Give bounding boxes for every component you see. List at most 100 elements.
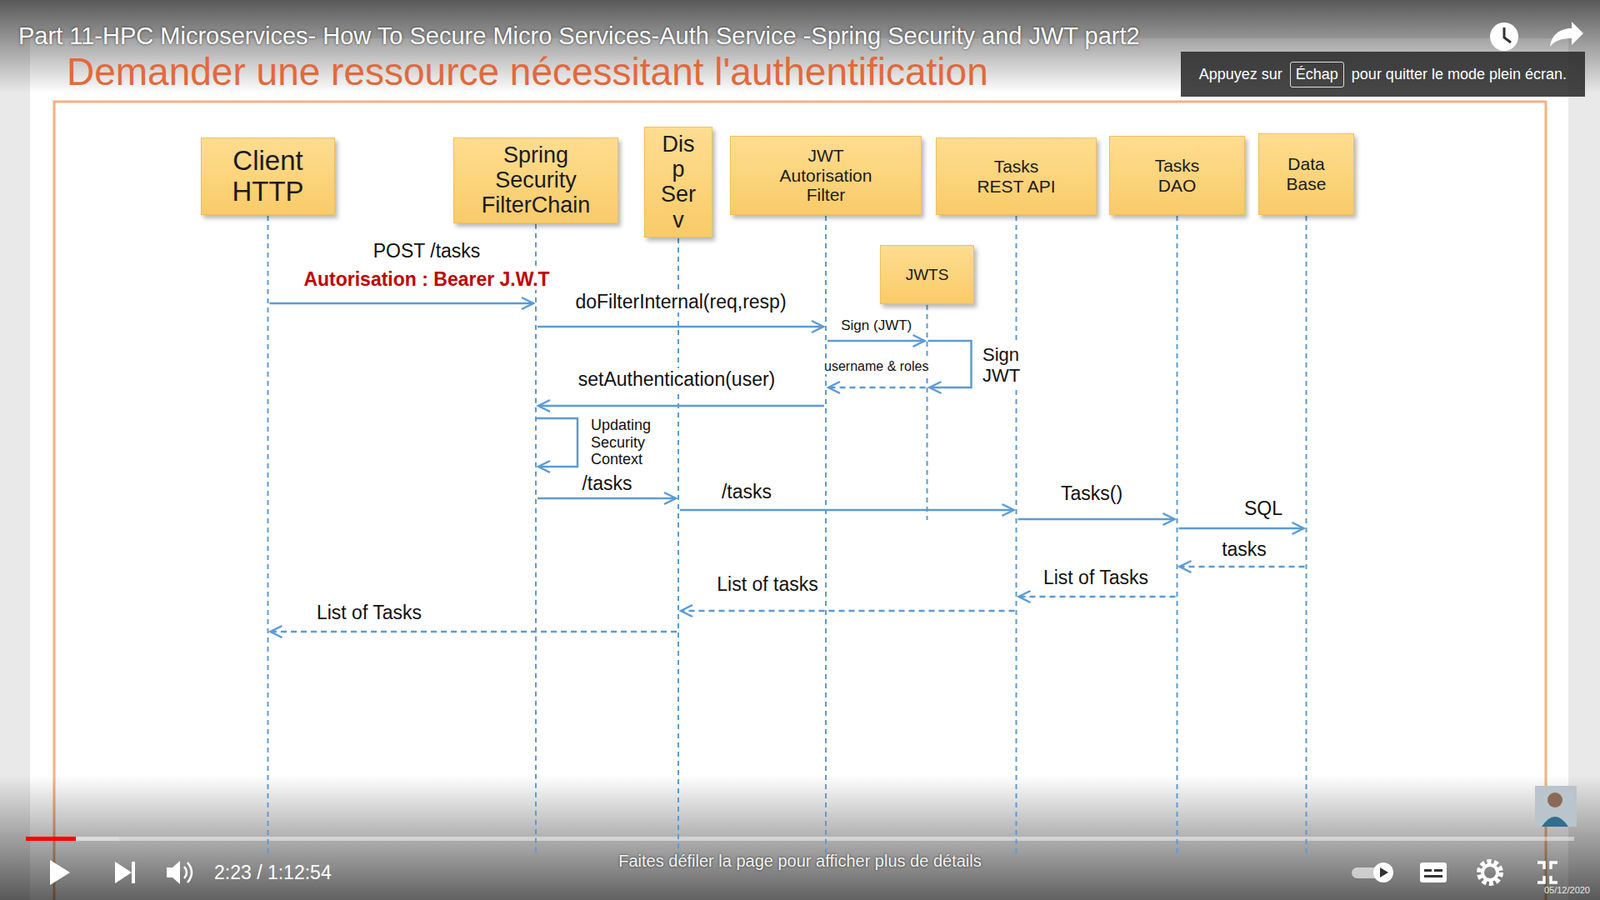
subtitles-frame <box>1420 862 1447 883</box>
message-arrow <box>680 605 1015 617</box>
message-line <box>270 302 535 305</box>
toggle-play <box>1380 867 1389 878</box>
message-line <box>1180 565 1305 569</box>
slide-background <box>30 38 1569 900</box>
message-label: doFilterInternal(req,resp) <box>572 290 789 313</box>
lifeline <box>1176 215 1179 857</box>
message-line <box>270 630 678 634</box>
progress-buffer <box>75 836 120 841</box>
hint-text: Appuyez sur <box>1199 65 1283 84</box>
clock-hands <box>1504 27 1511 43</box>
message-arrow <box>1180 560 1305 573</box>
lifeline-head: Data Base <box>1258 133 1355 215</box>
arrowhead <box>538 400 550 412</box>
participant-name: Data Base <box>1279 154 1334 194</box>
arrowhead <box>1292 522 1305 535</box>
message-label: setAuthentication(user) <box>575 368 779 390</box>
message-line <box>1018 518 1175 521</box>
slide-title: Demander une ressource nécessitant l'aut… <box>66 50 989 95</box>
message-arrow <box>537 320 824 333</box>
lifeline <box>825 215 827 857</box>
progress-track <box>25 836 1575 841</box>
clock-face <box>1490 22 1519 51</box>
speaker <box>166 860 180 885</box>
arrowhead <box>1163 513 1175 525</box>
message-line <box>827 340 925 343</box>
settings-icon <box>1479 861 1501 884</box>
bottom-shade <box>0 775 1600 900</box>
volume-icon <box>166 860 192 885</box>
message-arrow <box>270 297 535 310</box>
message-line <box>538 405 825 408</box>
participant-name: Dis p Ser v <box>657 131 700 233</box>
self-message <box>928 340 972 394</box>
arrowhead <box>664 492 676 505</box>
message-label: /tasks <box>719 480 775 503</box>
message-label: List of tasks <box>714 573 820 595</box>
hint-text: pour quitter le mode plein écran. <box>1351 65 1567 84</box>
taskbar-date: 05/12/2020 <box>1544 885 1590 896</box>
participant-name: Spring Security FilterChain <box>477 142 595 219</box>
message-line <box>1179 527 1305 530</box>
lifeline-head: JWT Autorisation Filter <box>730 135 922 215</box>
lifeline-head: Dis p Ser v <box>644 126 713 238</box>
message-label: tasks <box>1219 538 1270 560</box>
participant-name: Tasks DAO <box>1148 155 1207 195</box>
message-line <box>828 386 926 390</box>
message-label: List of Tasks <box>314 601 425 624</box>
sound-waves <box>184 862 192 883</box>
toggle-knob <box>1373 862 1394 883</box>
message-label: Tasks() <box>1058 482 1125 505</box>
arrowhead <box>930 381 942 394</box>
authorization-header: Autorisation : Bearer J.W.T <box>300 268 552 290</box>
message-line <box>536 418 578 467</box>
message-label: SQL <box>1241 497 1285 520</box>
message-arrow <box>538 400 825 412</box>
lifeline <box>267 215 270 857</box>
next-triangle <box>115 861 132 884</box>
participant-name: JWTS <box>905 265 950 284</box>
message-label: Updating Security Context <box>588 416 669 469</box>
participant-name: Tasks REST API <box>972 156 1060 196</box>
arrowhead <box>913 335 925 347</box>
thumbnail-body <box>1541 816 1569 827</box>
fullscreen-hint: Appuyez sur Échap pour quitter le mode ple… <box>1180 51 1585 97</box>
progress-played <box>25 836 76 841</box>
lifeline-head: JWTS <box>880 245 975 305</box>
top-shade <box>0 0 1600 94</box>
message-label: /tasks <box>579 472 635 495</box>
lifeline-head: Tasks DAO <box>1109 135 1245 215</box>
arrowhead <box>1002 504 1015 516</box>
subtitles-icon <box>1420 862 1447 883</box>
subtitles-line <box>1424 875 1443 878</box>
subtitles-line <box>1424 869 1432 872</box>
player-hint: Faites défiler la page pour afficher plu… <box>618 851 981 871</box>
next-bar <box>131 861 135 884</box>
arrowhead <box>680 605 693 617</box>
key-hint: Échap <box>1290 61 1345 88</box>
gear-teeth <box>1479 861 1501 884</box>
subtitles-line <box>1434 869 1443 872</box>
message-arrow <box>1179 522 1305 535</box>
arrowhead <box>270 625 283 638</box>
participant-name: Client HTTP <box>222 145 315 208</box>
message-arrow <box>270 625 678 638</box>
participant-name: JWT Autorisation Filter <box>767 145 885 205</box>
share-icon <box>1550 21 1584 47</box>
gear-ring <box>1482 865 1498 880</box>
lifeline-head: Client HTTP <box>200 137 335 215</box>
message-arrow <box>827 335 925 347</box>
message-arrow <box>828 381 926 394</box>
message-label: POST /tasks <box>370 240 484 262</box>
self-message <box>536 418 578 473</box>
arrowhead <box>811 320 824 333</box>
thumbnail-background <box>1535 785 1577 827</box>
message-line <box>537 497 676 500</box>
lifeline <box>535 224 537 857</box>
next-icon <box>115 861 135 884</box>
message-line <box>1019 595 1176 599</box>
play-icon <box>50 860 70 885</box>
message-arrow <box>1019 590 1176 603</box>
